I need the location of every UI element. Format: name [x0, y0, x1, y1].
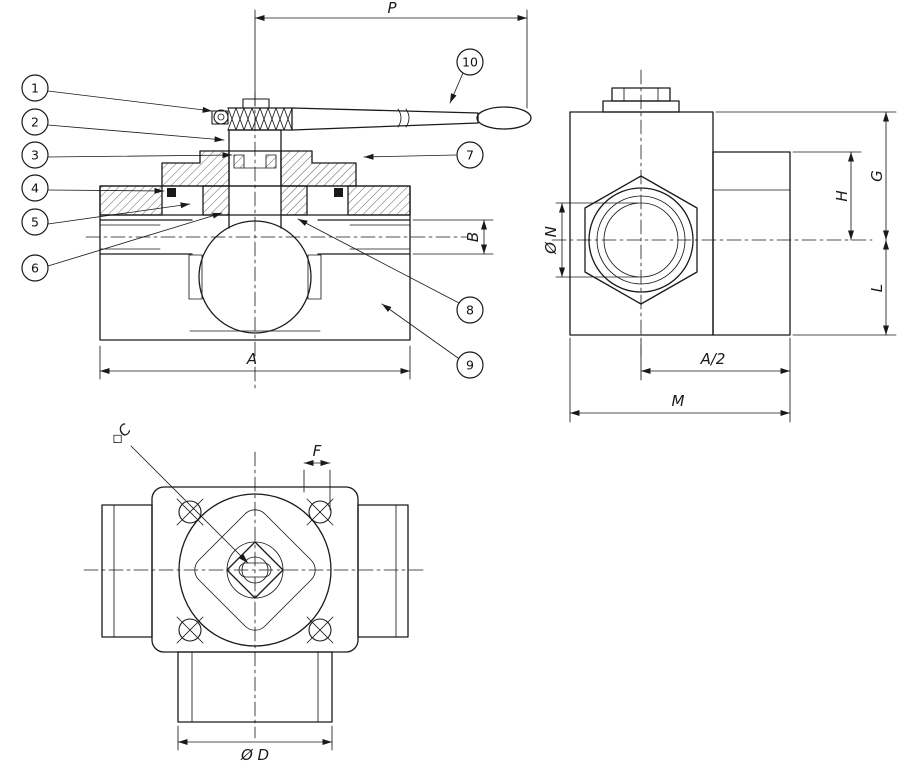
dimension-a: A: [99, 345, 411, 380]
seat-left: [188, 254, 203, 300]
dim-a2-label: A/2: [700, 350, 726, 368]
dim-h-label: H: [833, 190, 851, 201]
callout-3-circle: [21, 141, 49, 169]
callout-4: 4: [21, 174, 165, 202]
callout-10-number: 10: [462, 55, 478, 70]
handle-knob: [476, 106, 532, 130]
gland-flange: [161, 150, 357, 187]
dim-b-label: B: [464, 232, 482, 242]
dim-n-label: Ø N: [542, 226, 560, 255]
dimension-f: F: [303, 442, 331, 511]
callout-7-circle: [456, 141, 484, 169]
dimension-g: G: [715, 111, 897, 241]
callout-7-number: 7: [466, 148, 474, 163]
callout-3: 3: [21, 141, 233, 169]
dimension-d: Ø D: [177, 725, 333, 764]
callout-8-circle: [456, 296, 484, 324]
bolt-hole: [306, 616, 334, 644]
left-port: [101, 504, 153, 638]
handle-assembly: [211, 98, 532, 131]
dim-a-label: A: [246, 350, 257, 368]
dimension-c: ◇C: [106, 420, 249, 564]
side-body: [569, 111, 791, 336]
callout-8-number: 8: [466, 303, 474, 318]
bolt-holes: [176, 498, 334, 644]
callout-2: 2: [21, 108, 225, 143]
callout-1: 1: [21, 74, 213, 113]
seal-left: [167, 188, 176, 197]
dimension-h: H: [792, 151, 862, 241]
callout-5: 5: [21, 202, 191, 236]
dimension-n: Ø N: [542, 202, 639, 278]
front-view: P B A 1 2 3: [21, 0, 532, 393]
callout-9: 9: [381, 303, 484, 379]
callout-10: 10: [449, 48, 484, 104]
dim-c-label: ◇C: [106, 420, 135, 449]
callout-7: 7: [363, 141, 484, 169]
callout-1-circle: [21, 74, 49, 102]
dim-d-label: Ø D: [240, 746, 269, 764]
callout-10-circle: [456, 48, 484, 76]
bolt-hole: [176, 616, 204, 644]
dim-f-label: F: [313, 442, 322, 460]
callout-8: 8: [297, 218, 484, 324]
callout-5-number: 5: [31, 215, 39, 230]
callout-6: 6: [21, 212, 223, 282]
callout-2-circle: [21, 108, 49, 136]
callout-4-circle: [21, 174, 49, 202]
callout-6-number: 6: [31, 261, 39, 276]
side-view: Ø N G H L A/2 M: [542, 69, 897, 423]
right-port: [357, 504, 409, 638]
callout-1-number: 1: [31, 81, 39, 96]
dim-m-label: M: [672, 392, 685, 410]
callout-9-circle: [456, 351, 484, 379]
callout-3-number: 3: [31, 148, 39, 163]
dimension-p: P: [254, 0, 528, 109]
dimension-b: B: [412, 219, 494, 255]
dim-l-label: L: [868, 284, 886, 292]
dimension-m: M: [569, 337, 791, 423]
bolt-hole: [306, 498, 334, 526]
callout-6-circle: [21, 254, 49, 282]
bottom-view: ◇C F Ø D: [83, 420, 427, 764]
callout-5-circle: [21, 208, 49, 236]
dim-p-label: P: [387, 0, 397, 17]
seal-right: [334, 188, 343, 197]
dimension-l: L: [792, 239, 897, 336]
callout-9-number: 9: [466, 358, 474, 373]
handle-pivot: [213, 109, 229, 125]
seat-right: [307, 254, 322, 300]
callout-2-number: 2: [31, 115, 39, 130]
dimension-a2: A/2: [640, 337, 791, 381]
handle-lever: [291, 107, 479, 131]
callout-4-number: 4: [31, 181, 39, 196]
dim-g-label: G: [868, 170, 886, 182]
bolt-hole: [176, 498, 204, 526]
